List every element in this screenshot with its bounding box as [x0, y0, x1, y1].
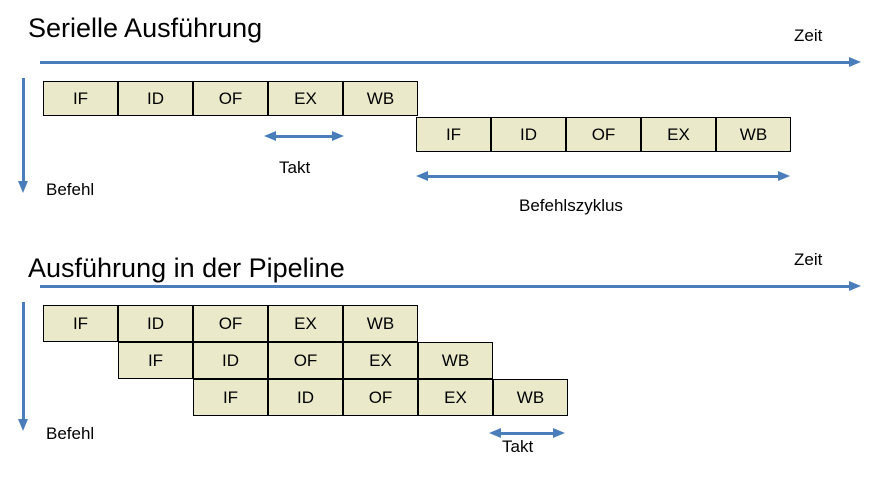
stage-cell: ID [118, 305, 193, 342]
time-axis-pipeline [40, 281, 861, 291]
section-title-serial: Serielle Ausführung [28, 13, 263, 43]
stage-cell: ID [268, 379, 343, 416]
stage-cell: EX [641, 117, 716, 152]
stage-cell: EX [418, 379, 493, 416]
stage-cell: OF [566, 117, 641, 152]
befehlszyklus-measure-label: Befehlszyklus [519, 196, 623, 215]
stage-cell: OF [343, 379, 418, 416]
stage-cell: WB [343, 81, 418, 116]
stage-cell: EX [343, 342, 418, 379]
takt-measure-arrow-serial [264, 131, 344, 141]
instruction-axis-serial [17, 78, 28, 193]
instruction-axis-pipeline [17, 302, 28, 431]
section-title-pipeline: Ausführung in der Pipeline [28, 253, 345, 283]
stage-cell: IF [43, 81, 118, 116]
stage-cell: WB [493, 379, 568, 416]
section-pipeline-execution: Ausführung in der Pipeline Zeit Befehl I… [0, 240, 887, 483]
stage-cell: OF [193, 305, 268, 342]
stage-cell: EX [268, 81, 343, 116]
stage-cell: ID [193, 342, 268, 379]
takt-measure-arrow-pipeline [489, 428, 565, 438]
takt-measure-label-pipeline: Takt [502, 437, 534, 456]
stage-cell: ID [118, 81, 193, 116]
instruction-axis-label-serial: Befehl [46, 180, 95, 199]
stage-cell: OF [268, 342, 343, 379]
section-serial-execution: Serielle Ausführung Zeit Befehl IF ID OF… [0, 0, 887, 240]
instruction-axis-label-pipeline: Befehl [46, 424, 95, 443]
stage-cell: WB [418, 342, 493, 379]
stage-cell: EX [268, 305, 343, 342]
takt-measure-label-serial: Takt [279, 158, 311, 177]
befehlszyklus-measure-arrow [416, 171, 790, 181]
time-axis-serial [40, 57, 861, 67]
stage-cell: WB [343, 305, 418, 342]
stage-cell: OF [193, 81, 268, 116]
stage-cell: IF [193, 379, 268, 416]
stage-cell: ID [491, 117, 566, 152]
stage-cell: IF [416, 117, 491, 152]
stage-cell: IF [43, 305, 118, 342]
stage-cell: IF [118, 342, 193, 379]
time-axis-label-pipeline: Zeit [794, 250, 823, 269]
stage-cell: WB [716, 117, 791, 152]
time-axis-label-serial: Zeit [794, 26, 823, 45]
